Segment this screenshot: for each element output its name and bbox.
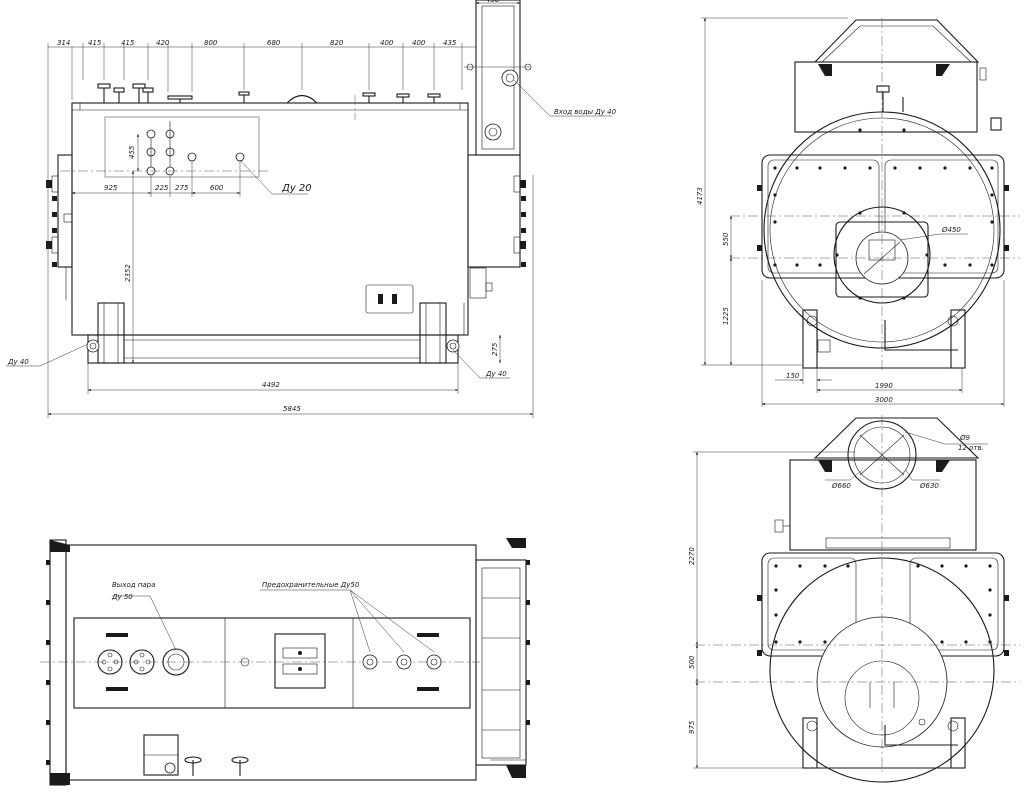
label-du20: Ду 20 [281,183,312,194]
rear-view: 2270 500 975 Ø9 12 отв. Ø660 Ø630 [688,415,1020,783]
plan-view: Выход пара Ду 50 Предохранительные Ду50 [40,538,530,786]
dim-450: 450 [486,0,500,4]
dim-275: 275 [175,184,189,192]
label-safety-valves: Предохранительные Ду50 [262,581,360,589]
label-steam-du50: Ду 50 [111,593,133,601]
label-dia630: Ø630 [919,482,939,490]
front-view: 4173 550 1225 Ø450 150 1990 3000 [696,17,1020,407]
dim-1990: 1990 [875,382,893,390]
label-dia9: Ø9 [959,434,971,442]
dim-600: 600 [210,184,224,192]
dim-275-vert: 275 [491,342,499,356]
dim-225: 225 [155,184,169,192]
dim-2352: 2352 [124,264,132,282]
dim-3000: 3000 [875,396,893,404]
dim-800: 800 [204,39,218,47]
water-inlet-box [475,0,521,156]
label-dia450: Ø450 [941,226,961,234]
dim-415-b: 415 [121,39,135,47]
label-steam-outlet: Выход пара [112,581,155,589]
side-view: 314 415 415 420 800 680 820 400 400 435 … [6,0,617,418]
label-dia660: Ø660 [831,482,851,490]
dim-500: 500 [688,655,696,669]
dim-150: 150 [786,372,800,380]
dim-400-b: 400 [412,39,426,47]
dim-400-a: 400 [380,39,394,47]
label-12-holes: 12 отв. [958,444,984,452]
label-water-inlet: Вход воды Ду 40 [554,108,617,116]
dim-1225: 1225 [722,307,730,325]
dim-4492: 4492 [262,381,280,389]
dim-925: 925 [104,184,118,192]
label-du40-right: Ду 40 [485,370,507,378]
dim-455: 455 [128,145,136,159]
dim-435: 435 [443,39,457,47]
dim-415-a: 415 [88,39,102,47]
dim-420: 420 [156,39,170,47]
dim-680: 680 [267,39,281,47]
dim-550: 550 [722,232,730,246]
label-du40-left: Ду 40 [7,358,29,366]
dim-2270: 2270 [688,547,696,565]
dim-4173: 4173 [696,187,704,205]
dim-820: 820 [330,39,344,47]
dim-314: 314 [57,39,70,47]
dim-975: 975 [688,720,696,734]
dim-5845: 5845 [283,405,301,413]
side-shell [71,102,469,336]
rear-drum [769,557,995,783]
